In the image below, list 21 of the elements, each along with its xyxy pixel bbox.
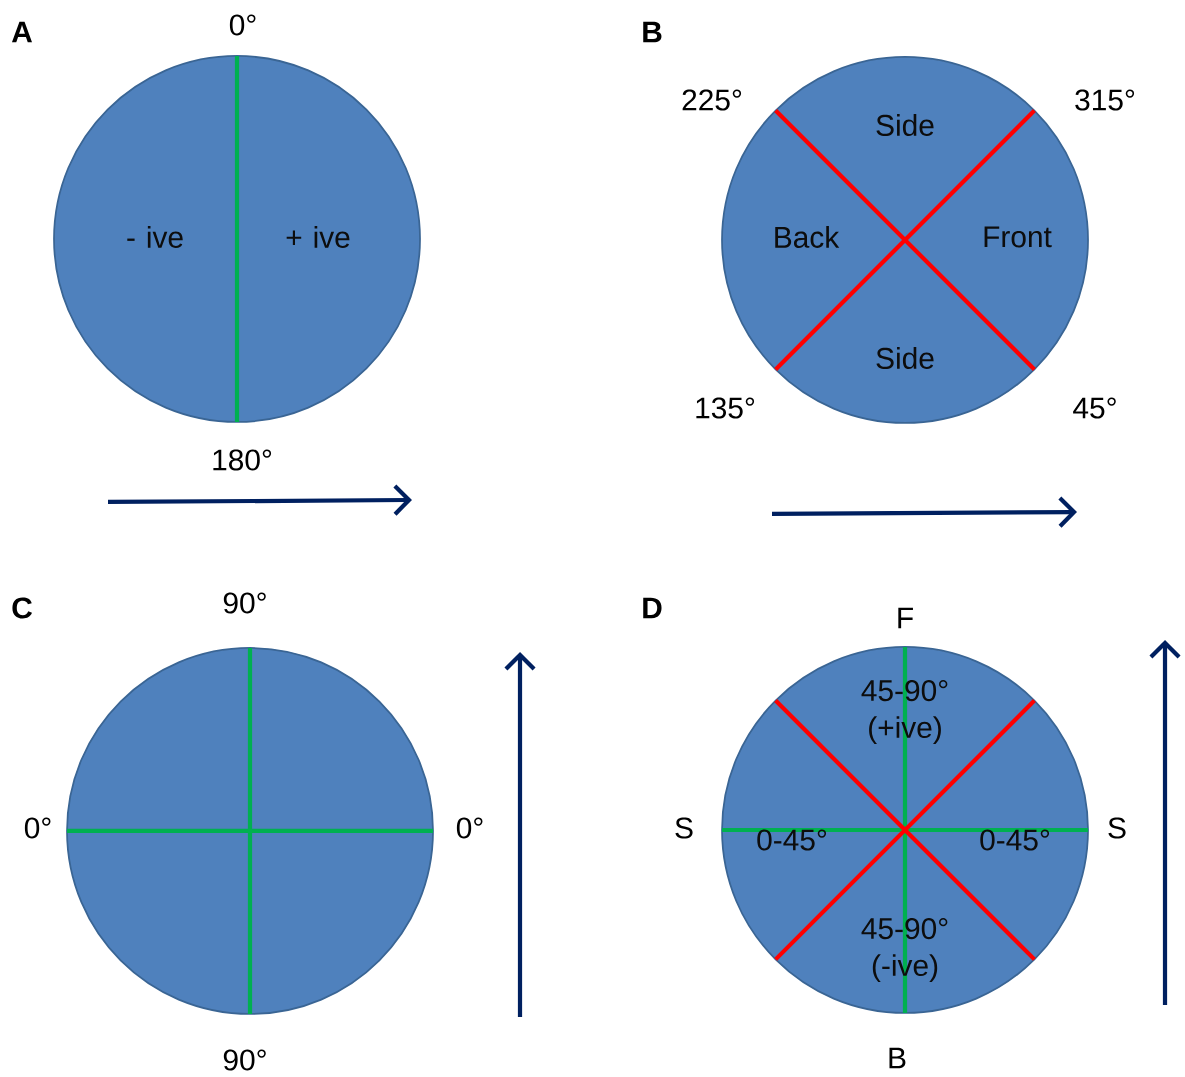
panel-letter: A bbox=[11, 21, 32, 43]
region-label: Back bbox=[775, 226, 840, 248]
panel-letter: C bbox=[12, 597, 32, 619]
angle-label: 90° bbox=[223, 1049, 266, 1071]
angle-label: B bbox=[889, 1047, 906, 1069]
region-label: 0-45° bbox=[757, 829, 827, 851]
angle-label: 180° bbox=[213, 449, 272, 471]
panel-letter: D bbox=[643, 597, 662, 619]
region-label: Side bbox=[876, 347, 934, 369]
angle-label: 315° bbox=[1075, 89, 1135, 111]
region-label: 0-45° bbox=[980, 829, 1050, 851]
angle-label: 45° bbox=[1073, 397, 1116, 419]
region-label: - ive bbox=[127, 226, 183, 248]
panel-letter: B bbox=[643, 21, 662, 43]
angle-label: S bbox=[675, 817, 693, 839]
angle-label: 225° bbox=[682, 89, 742, 111]
region-label: + ive bbox=[286, 226, 350, 248]
region-label: Side bbox=[876, 114, 934, 136]
angle-label: 135° bbox=[696, 397, 755, 419]
region-label: Front bbox=[984, 226, 1052, 248]
angle-label: 90° bbox=[223, 592, 266, 614]
